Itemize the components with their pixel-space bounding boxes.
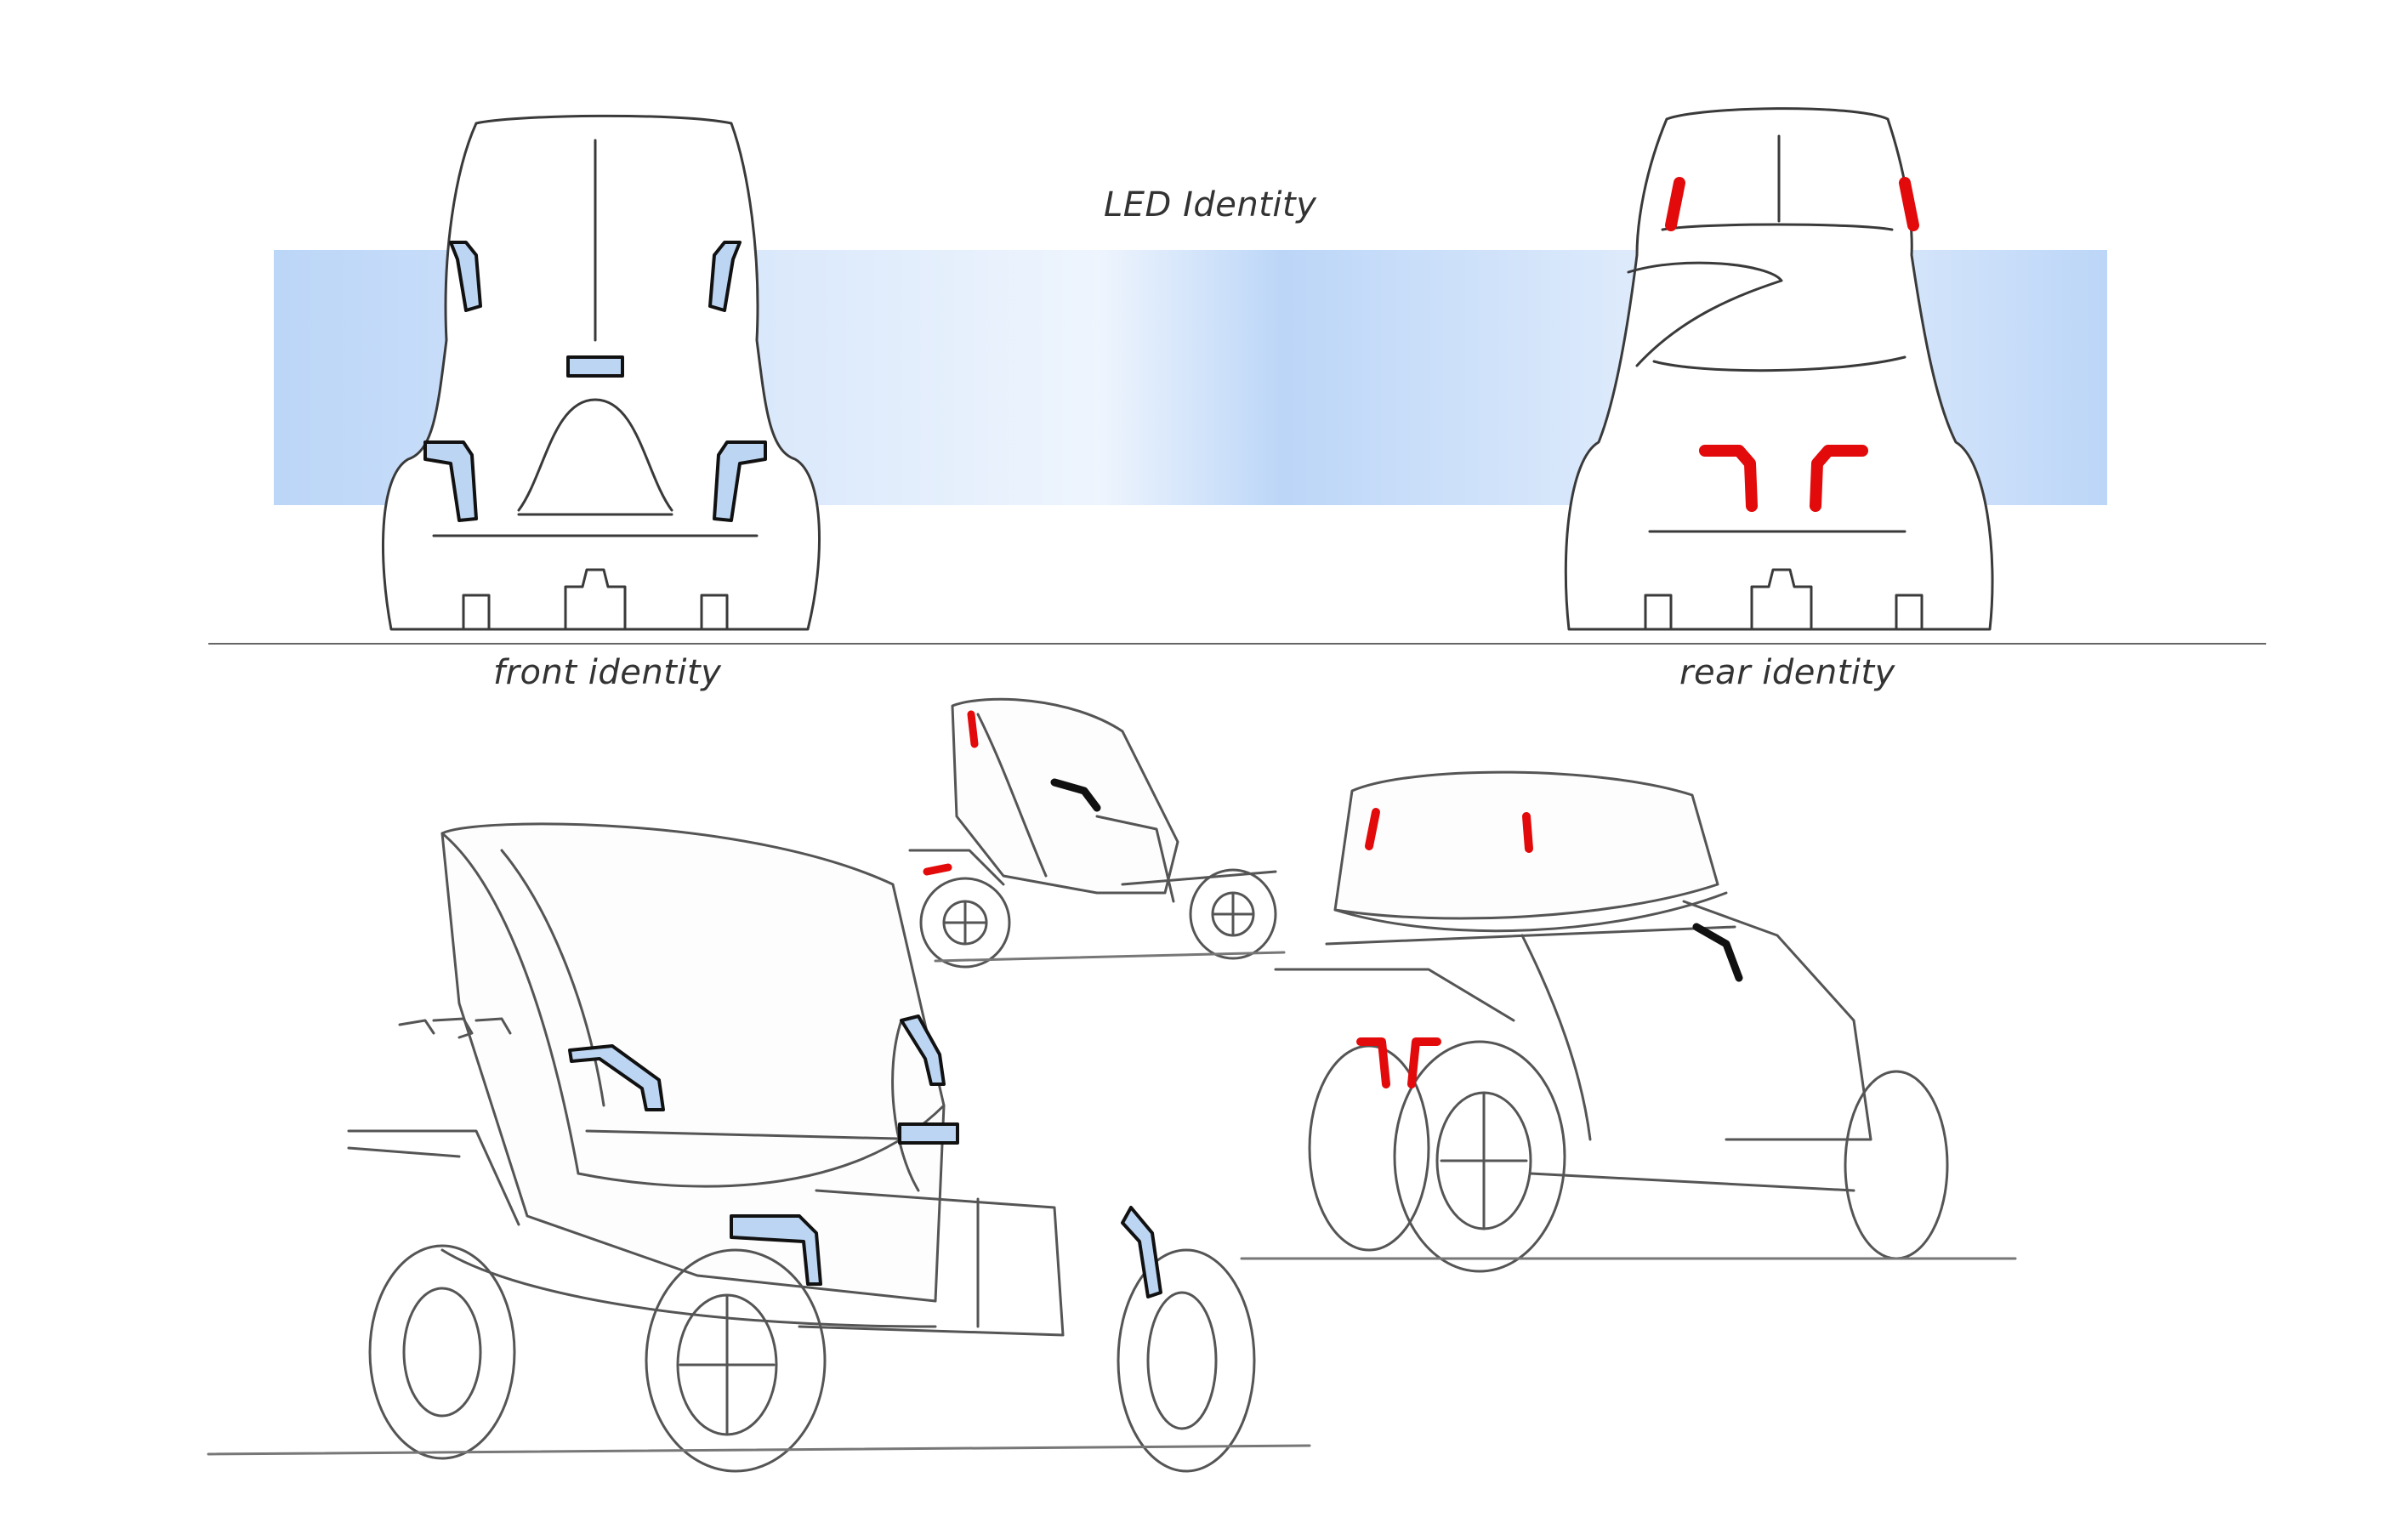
perspective-sketch-front	[207, 822, 1311, 1473]
rear-view-sketch	[1564, 107, 1994, 631]
led-identity-caption: LED Identity	[1104, 185, 1317, 224]
front-view-sketch	[381, 114, 821, 631]
perspective-sketch-small	[908, 697, 1286, 969]
rear-identity-caption: rear identity	[1679, 653, 1895, 692]
front-identity-caption: front identity	[493, 653, 722, 692]
perspective-sketch-rear	[1240, 770, 2017, 1273]
